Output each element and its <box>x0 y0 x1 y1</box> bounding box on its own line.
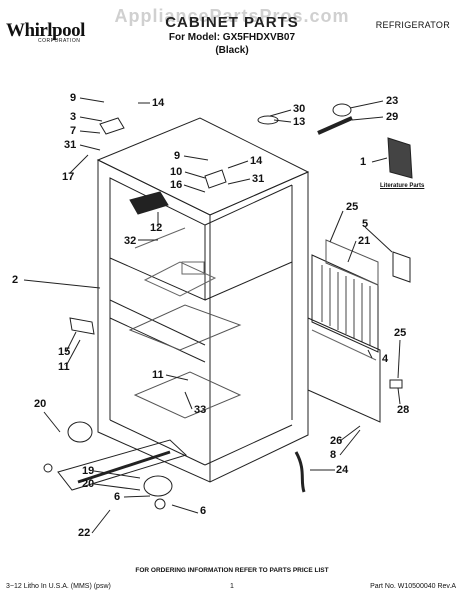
color-line: (Black) <box>215 45 249 56</box>
callout-13: 13 <box>293 116 306 128</box>
callout-3: 3 <box>70 111 77 123</box>
brand-sub: CORPORATION <box>38 38 81 44</box>
callout-11-left: 11 <box>58 361 70 373</box>
page-number: 1 <box>230 583 234 590</box>
callout-1: 1 <box>360 156 367 168</box>
callout-25-right: 25 <box>346 201 359 213</box>
callout-31-mid: 31 <box>252 173 265 185</box>
callout-17: 17 <box>62 171 75 183</box>
callout-12: 12 <box>150 222 163 234</box>
category-label: REFRIGERATOR <box>375 20 450 30</box>
page-title: CABINET PARTS <box>165 14 299 31</box>
callout-20-left: 20 <box>34 398 47 410</box>
callout-28: 28 <box>397 404 410 416</box>
callout-19: 19 <box>82 465 95 477</box>
callout-6-left: 6 <box>114 491 121 503</box>
callout-33: 33 <box>194 404 207 416</box>
callout-4: 4 <box>382 353 389 365</box>
callout-8: 8 <box>330 449 337 461</box>
cabinet-outline <box>97 159 309 483</box>
callout-29: 29 <box>386 111 399 123</box>
callout-23: 23 <box>386 95 399 107</box>
callout-16: 16 <box>170 179 183 191</box>
callout-30: 30 <box>293 103 306 115</box>
callout-21: 21 <box>358 235 371 247</box>
litho-info: 3−12 Litho In U.S.A. (MMS) (psw) <box>6 583 111 590</box>
callout-31-top: 31 <box>64 139 77 151</box>
callout-15: 15 <box>58 346 71 358</box>
callout-9-mid: 9 <box>174 150 181 162</box>
callout-32: 32 <box>124 235 137 247</box>
callout-14-top: 14 <box>152 97 165 109</box>
callout-7: 7 <box>70 125 77 137</box>
callout-22: 22 <box>78 527 91 539</box>
callout-26: 26 <box>330 435 343 447</box>
literature-parts-label: Literature Parts <box>380 183 425 189</box>
model-line: For Model: GX5FHDXVB07 <box>168 32 296 43</box>
callout-2: 2 <box>12 274 19 286</box>
ordering-notice: FOR ORDERING INFORMATION REFER TO PARTS … <box>135 567 329 574</box>
callout-14-mid: 14 <box>250 155 263 167</box>
watermark: AppliancePartsPros.com <box>114 6 350 26</box>
callout-25-lower: 25 <box>394 327 407 339</box>
callout-20-bottom: 20 <box>82 478 95 490</box>
brand-logo: Whirlpool <box>6 20 85 41</box>
part-number: Part No. W10500040 Rev.A <box>370 583 456 590</box>
callout-11-center: 11 <box>152 369 164 381</box>
callout-9-top: 9 <box>70 92 77 104</box>
callout-5: 5 <box>362 218 369 230</box>
callout-10: 10 <box>170 166 183 178</box>
callout-24: 24 <box>336 464 349 476</box>
callout-6-right: 6 <box>200 505 207 517</box>
